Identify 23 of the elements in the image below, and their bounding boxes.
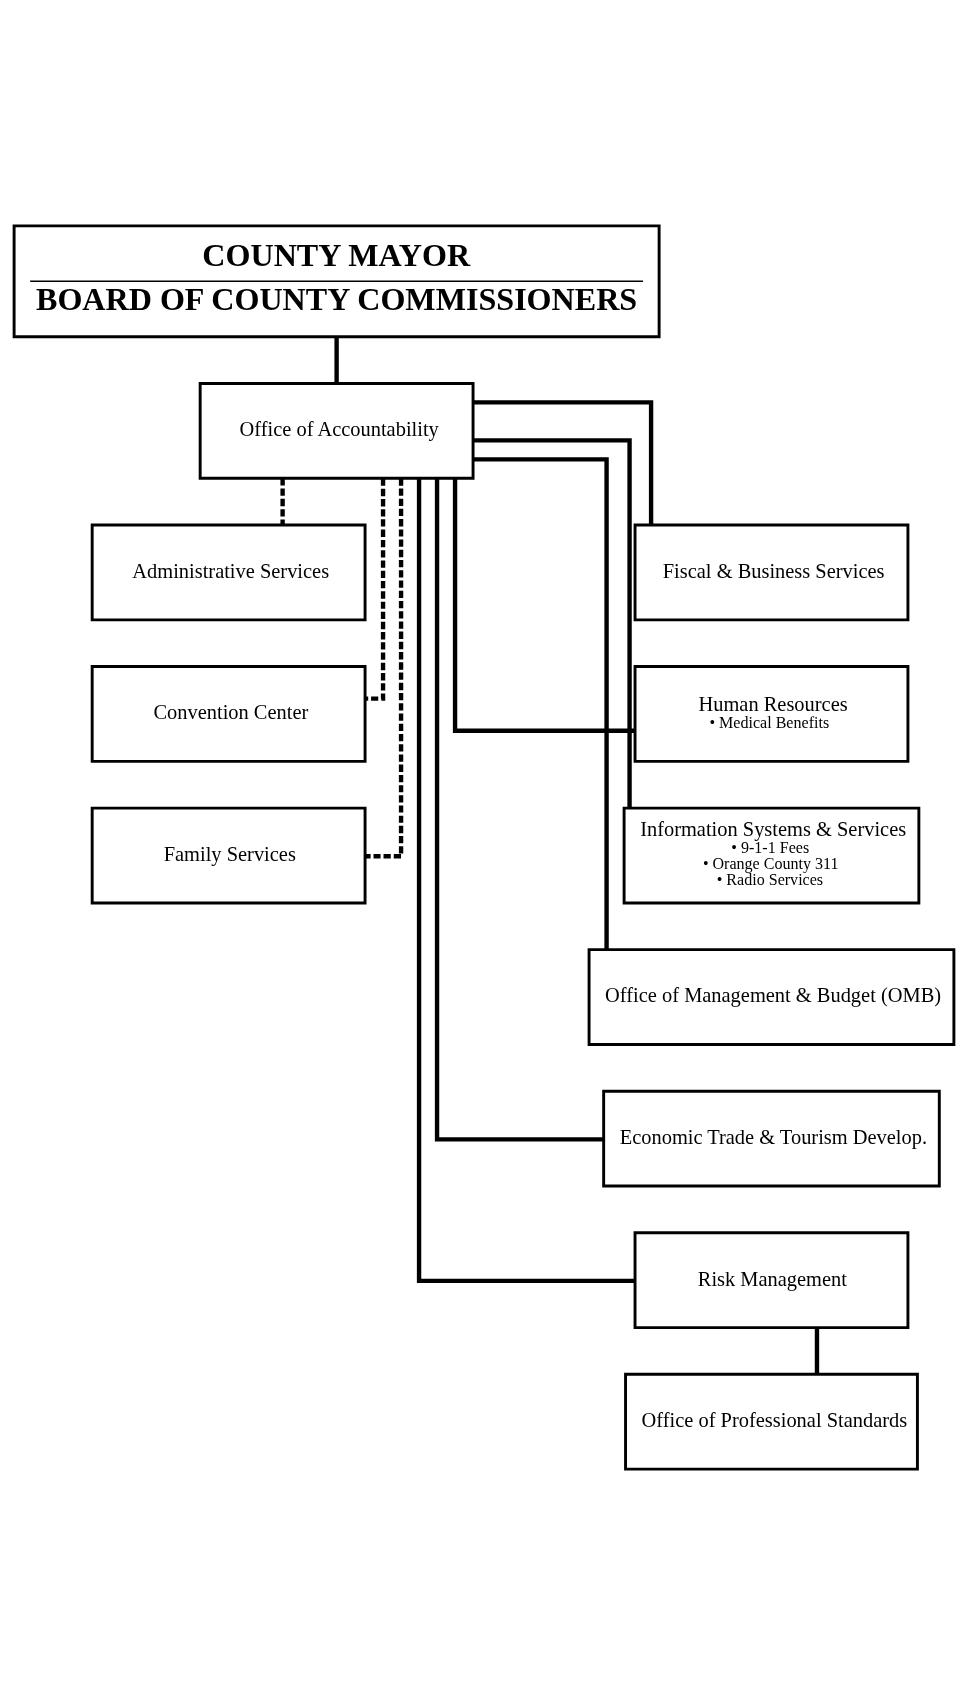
node-box: Convention Center — [90, 665, 367, 763]
connector — [365, 478, 404, 859]
connector — [452, 478, 635, 733]
connector — [280, 478, 285, 525]
connector — [334, 337, 339, 383]
connector — [473, 400, 654, 525]
node-box: Fiscal & Business Services — [633, 523, 910, 622]
connector — [473, 438, 632, 808]
node-box: Human Resources • Medical Benefits — [633, 665, 910, 763]
node-box: Risk Management — [633, 1231, 910, 1330]
node-box: Office of Professional Standards — [624, 1372, 919, 1471]
node-box: Economic Trade & Tourism Develop. — [602, 1089, 941, 1188]
connector — [365, 478, 386, 701]
connector — [473, 457, 609, 950]
node-box: COUNTY MAYOR BOARD OF COUNTY COMMISSIONERS — [12, 224, 661, 339]
node-box: Family Services — [90, 806, 367, 905]
node-box: Administrative Services — [90, 523, 367, 622]
node-box: Office of Management & Budget (OMB) — [587, 948, 956, 1046]
connector — [814, 1327, 820, 1375]
connector — [434, 478, 604, 1142]
connector — [416, 478, 635, 1284]
node-box: Office of Accountability — [198, 382, 475, 480]
node-box: Information Systems & Services • 9-1-1 Fees • Orange County 311 • Radio Services — [622, 806, 921, 905]
